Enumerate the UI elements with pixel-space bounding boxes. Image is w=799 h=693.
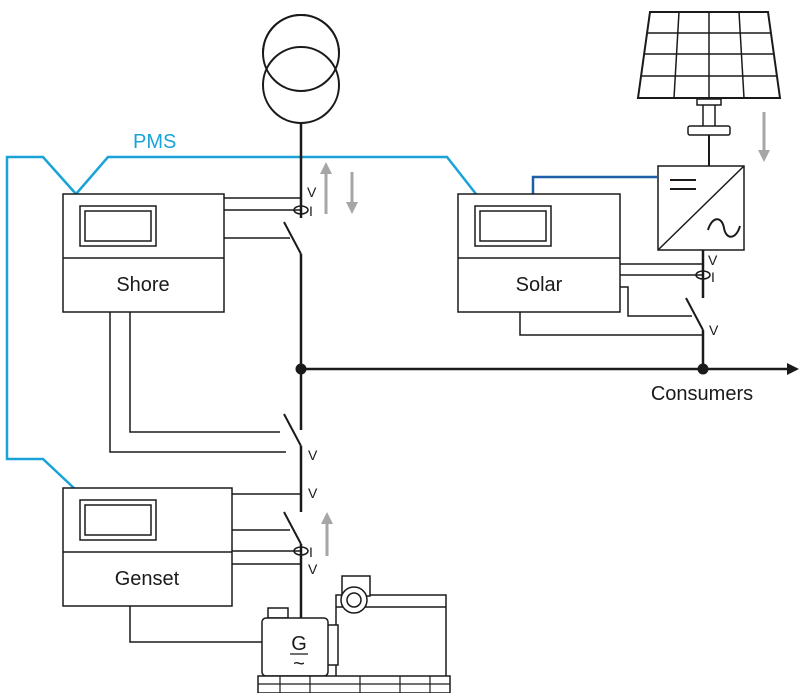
solar-label: Solar — [516, 274, 563, 296]
shore-bustie-wire-outer — [109, 312, 286, 453]
shore-display — [79, 205, 157, 247]
genset-ct-icon — [293, 546, 309, 556]
shore-breaker-switch — [283, 221, 302, 255]
bustie-breaker-switch — [283, 413, 302, 447]
inverter-icon — [657, 165, 745, 251]
transformer-icon — [262, 14, 340, 124]
shore-label: Shore — [116, 274, 169, 296]
pms-line-shore-genset — [5, 155, 77, 491]
genset-current-label: I — [309, 544, 313, 560]
solar-tap-breaker — [620, 286, 692, 317]
solar-breaker-switch — [685, 297, 704, 331]
generator-tilde: ~ — [293, 653, 305, 675]
solar-voltage-label: V — [708, 252, 718, 268]
solar-flow-arrow — [758, 112, 770, 162]
genset-flow-arrow — [321, 512, 333, 556]
genset-breaker-switch — [283, 511, 302, 545]
shore-ct-icon — [293, 205, 309, 215]
genset-controller: Genset — [62, 487, 233, 607]
pms-network: PMS — [5, 131, 477, 491]
shore-voltage-label: V — [307, 184, 317, 200]
solar-bus-voltage-label: V — [709, 322, 719, 338]
bustie-voltage-label: V — [308, 447, 318, 463]
solar-display — [474, 205, 552, 247]
solar-tap-bus-voltage — [519, 312, 703, 336]
shore-bustie-wire-inner — [129, 312, 280, 433]
solar-current-label: I — [711, 269, 715, 285]
consumers-label: Consumers — [651, 383, 753, 405]
genset-display — [79, 499, 157, 541]
generator-set-icon — [257, 575, 451, 693]
solar-inverter-comm-line — [531, 175, 658, 194]
generator-symbol: G — [291, 633, 307, 655]
genset-label: Genset — [115, 568, 180, 590]
genset-bus-voltage-label: V — [308, 485, 318, 501]
shore-controller: Shore — [62, 193, 225, 313]
shore-flow-arrows — [320, 162, 358, 214]
solar-panel-icon — [636, 11, 782, 166]
busbar-node-shore — [295, 363, 307, 375]
genset-voltage-label: V — [308, 561, 318, 577]
solar-ct-icon — [695, 270, 711, 280]
pms-label: PMS — [133, 131, 176, 153]
busbar-arrow-icon — [787, 363, 799, 375]
pms-line-shore-solar — [75, 155, 477, 195]
solar-controller: Solar — [457, 193, 621, 313]
shore-current-label: I — [309, 203, 313, 219]
genset-generator-wire — [129, 606, 262, 643]
